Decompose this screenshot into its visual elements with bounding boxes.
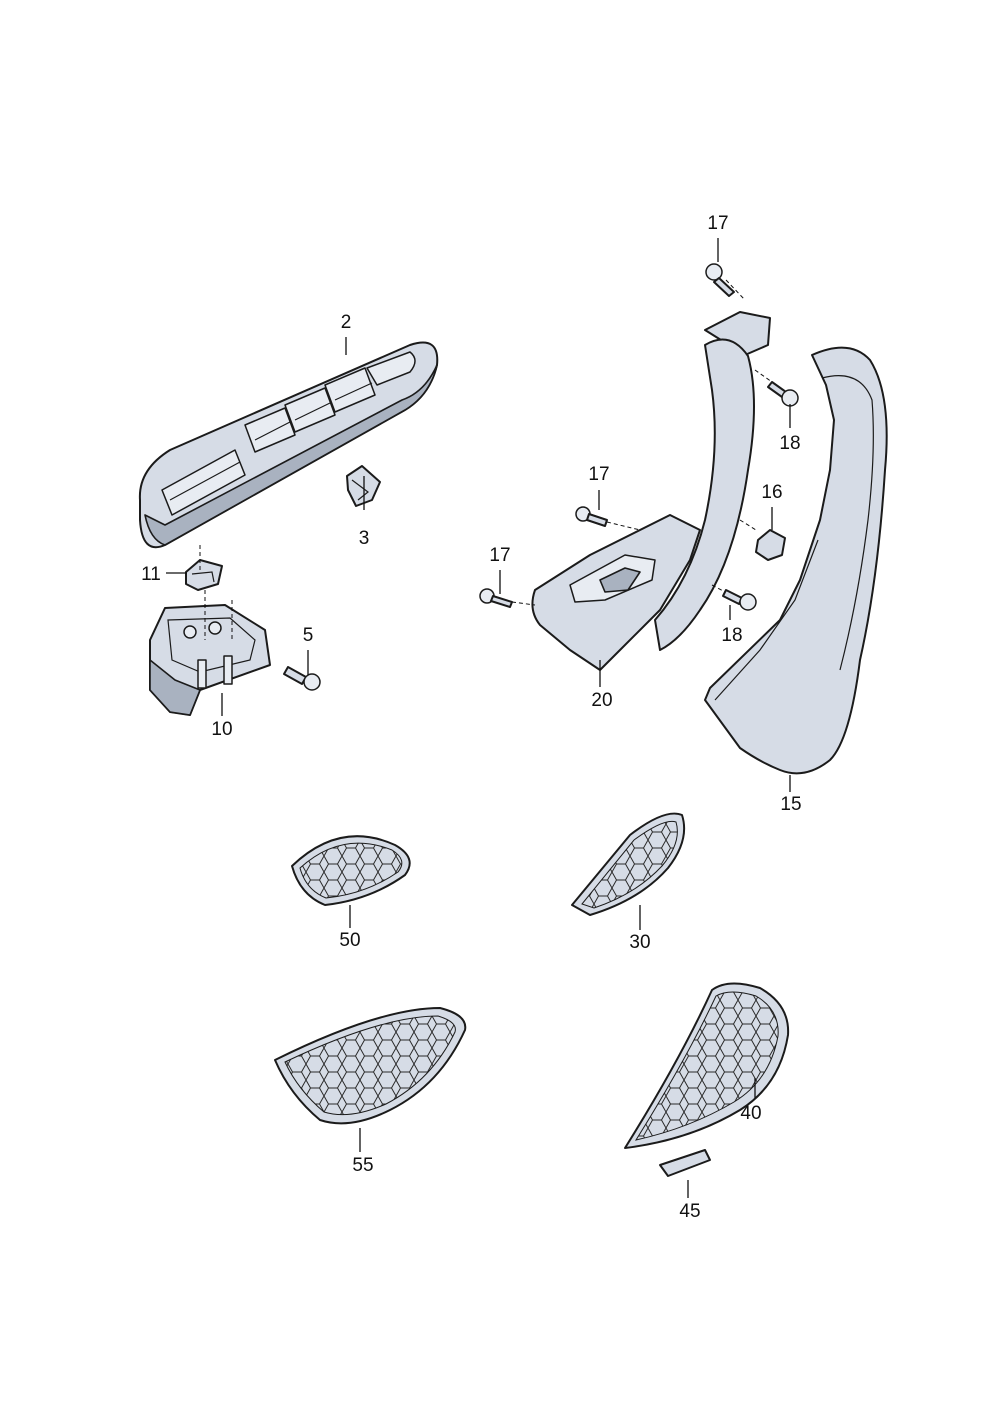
screw-part-5 (283, 666, 321, 691)
screw-part-18-lower (722, 589, 757, 611)
armrest-bracket-part (531, 311, 771, 671)
speaker-grille-part-55 (274, 1007, 467, 1125)
callout-17-lower: 17 (489, 545, 510, 566)
callout-17-top: 17 (707, 213, 728, 234)
callout-15: 15 (780, 794, 801, 815)
screw-part-17-top (705, 263, 735, 297)
door-pull-trim-part (704, 346, 888, 775)
callout-55: 55 (352, 1155, 373, 1176)
screw-part-17-left-upper (575, 506, 608, 527)
callout-10: 10 (211, 719, 232, 740)
leader-lines (166, 238, 791, 1198)
callout-20: 20 (591, 690, 612, 711)
switch-carrier-part (149, 604, 271, 716)
callout-5: 5 (303, 625, 314, 646)
callout-11: 11 (141, 564, 161, 585)
callout-30: 30 (629, 932, 650, 953)
badge-part-45 (659, 1149, 711, 1177)
clip-part-16 (755, 529, 786, 561)
callout-17-middle: 17 (588, 464, 609, 485)
callout-18-upper: 18 (779, 433, 800, 454)
speaker-grille-part-30 (571, 812, 686, 916)
screw-part-18-upper (767, 381, 799, 407)
callout-2: 2 (341, 312, 352, 333)
speaker-grille-part-50 (291, 835, 411, 906)
screw-part-17-left-lower (479, 588, 513, 608)
callout-labels: 2 3 5 10 11 15 16 17 17 17 18 18 20 30 4… (141, 213, 801, 1222)
callout-50: 50 (339, 930, 360, 951)
callout-45: 45 (679, 1201, 700, 1222)
callout-16: 16 (761, 482, 782, 503)
small-clip-part (185, 559, 223, 591)
callout-18-lower: 18 (721, 625, 742, 646)
switch-bezel-part (138, 341, 439, 549)
callout-3: 3 (359, 528, 370, 549)
callout-40: 40 (740, 1103, 761, 1124)
speaker-grille-part-40 (624, 982, 790, 1149)
